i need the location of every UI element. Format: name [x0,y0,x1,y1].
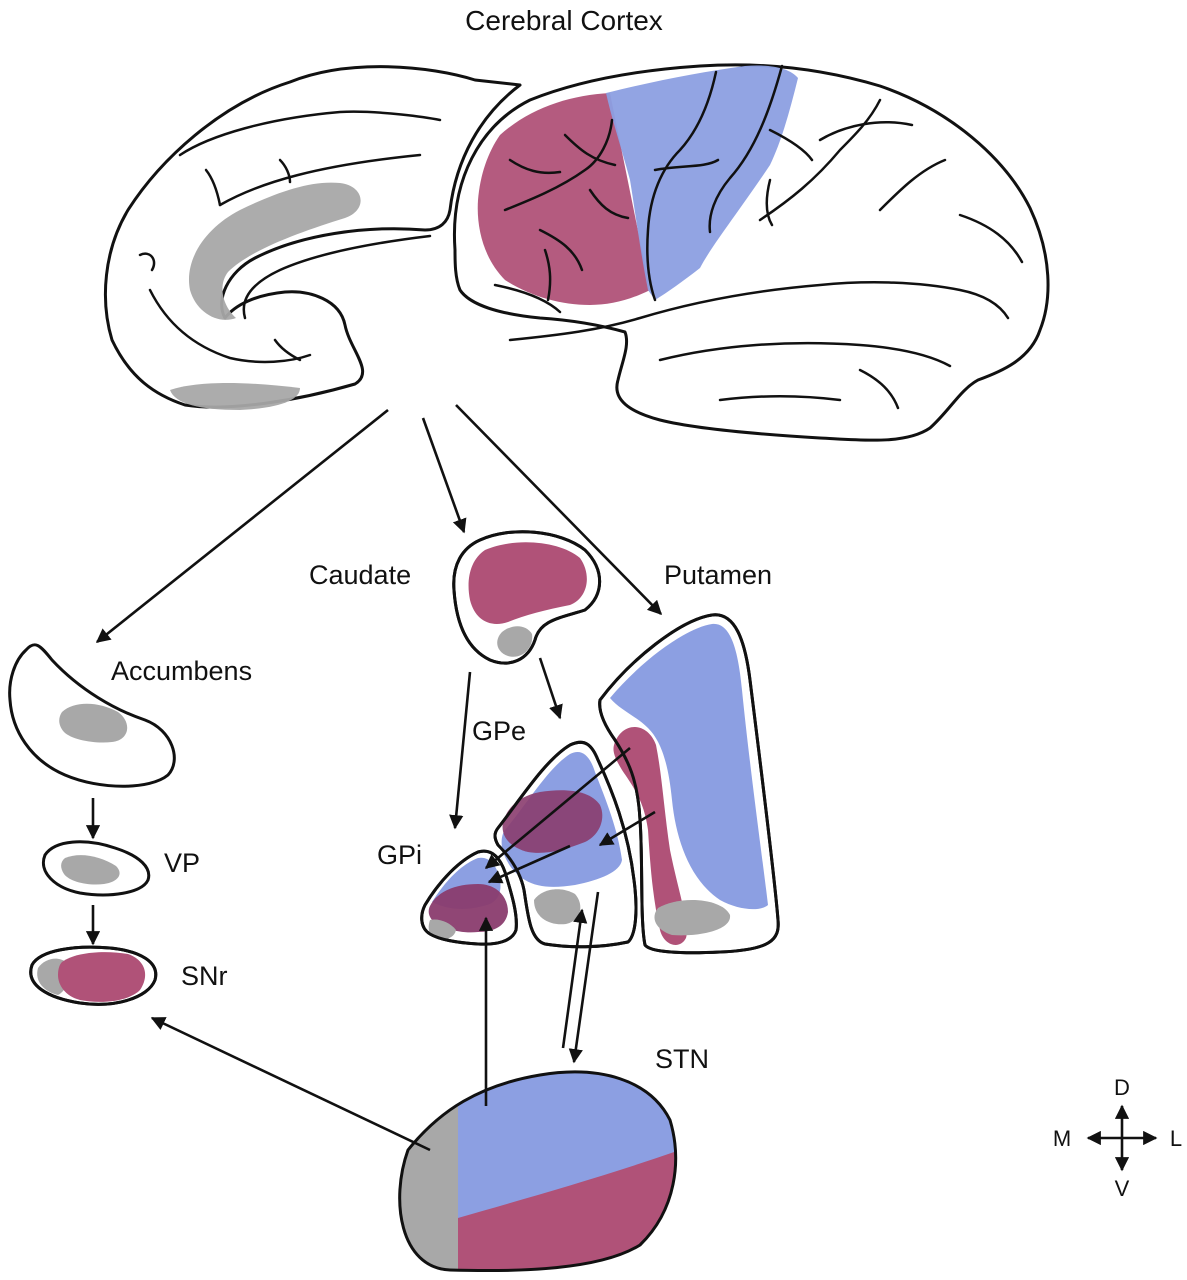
gpe-associative-region [502,790,603,853]
caudate: Caudate [309,530,601,665]
gpe: GPe [472,716,638,949]
temporal-limbic-shading [170,383,300,410]
central-sulcus [708,64,784,234]
medial-sulcus-1 [178,110,442,157]
parietal-sulcus-4 [878,158,947,212]
caudate-associative-region [468,542,587,624]
frontal-sulcus-5 [538,228,584,272]
compass-medial-label: M [1053,1126,1071,1151]
vp-limbic-region [61,855,120,885]
parietal-sulcus-1 [758,98,882,222]
medial-sulcus-6 [148,288,312,364]
frontal-sulcus-3 [508,158,562,175]
medial-sulcus-2 [218,153,422,207]
accumbens-label: Accumbens [111,656,252,686]
putamen: Putamen [598,560,780,955]
medial-sulcus-7 [138,252,156,272]
arrow-putamen-to-gpi [484,747,631,869]
lateral-fissure [508,281,1010,342]
cortex-label: Cerebral Cortex [465,5,663,36]
parietal-sulcus-3 [768,128,814,162]
medial-hemisphere [103,65,522,410]
gpe-label: GPe [472,716,526,746]
arrow-putamen-to-gpe [598,810,656,847]
precentral-sulcus [646,70,718,302]
frontal-sulcus-7 [543,248,552,302]
arrow-stn-to-snr [150,1016,431,1152]
medial-sulcus-4 [278,158,292,184]
sensorimotor-shading [606,65,798,300]
caudate-label: Caudate [309,560,411,590]
prefrontal-shading [477,93,650,305]
temporal-sulcus-3 [858,368,900,410]
accumbens-limbic-region [59,703,128,743]
frontal-sulcus-6 [493,283,562,314]
frontal-sulcus-2 [563,133,617,167]
stn-regions [399,1072,676,1271]
gpi-limbic-region [428,919,456,940]
frontal-sulcus-4 [588,188,630,220]
cortical-projections [95,404,663,644]
arrow-cortex-to-putamen [455,404,663,616]
arrow-caudate-to-gpe [538,657,563,720]
lateral-hemisphere [452,63,1050,442]
snr-associative-region [58,952,146,1002]
stn-label: STN [655,1044,709,1074]
putamen-associative-region [613,726,687,945]
frontal-sulcus-1 [503,118,614,212]
arrow-stn-to-gpe [561,908,588,1049]
occipital-sulcus-1 [958,213,1024,264]
precentral-branch [653,158,720,172]
internal-connections [85,657,656,1152]
parietal-sulcus-2 [818,121,914,142]
putamen-label: Putamen [664,560,772,590]
medial-sulcus-3 [204,168,222,207]
compass-dorsal-label: D [1114,1075,1130,1100]
putamen-sensorimotor-region [610,623,768,910]
stn: STN [398,1044,709,1273]
compass-ventral-label: V [1115,1176,1130,1201]
arrow-caudate-to-gpi [449,671,472,830]
caudate-limbic-region [497,626,533,657]
stn-outline [398,1070,678,1273]
parietal-sulcus-5 [765,178,774,227]
medial-hemisphere-outline [103,65,522,409]
temporal-sulcus-1 [658,341,952,368]
arrow-cortex-to-accumbens [95,408,389,644]
arrow-gpe-to-gpi [487,844,571,884]
accumbens: Accumbens [8,643,252,788]
substantia-nigra-reticulata: SNr [29,945,228,1006]
snr-label: SNr [181,961,228,991]
compass-lateral-label: L [1170,1126,1182,1151]
temporal-sulcus-2 [718,395,842,402]
vp-label: VP [164,848,200,878]
ventral-pallidum: VP [42,840,200,897]
cingulate-shading [188,182,361,320]
gpi: GPi [377,840,518,946]
orientation-compass: D V M L [1053,1075,1182,1201]
medial-sulcus-5 [242,234,432,320]
arrow-cortex-to-caudate [421,417,467,534]
arrow-gpe-to-stn [568,891,600,1064]
putamen-limbic-region [654,899,731,936]
gpe-limbic-region [534,889,581,925]
medial-sulcus-8 [273,338,302,362]
stn-limbic-region [399,1072,458,1271]
gpi-label: GPi [377,840,422,870]
